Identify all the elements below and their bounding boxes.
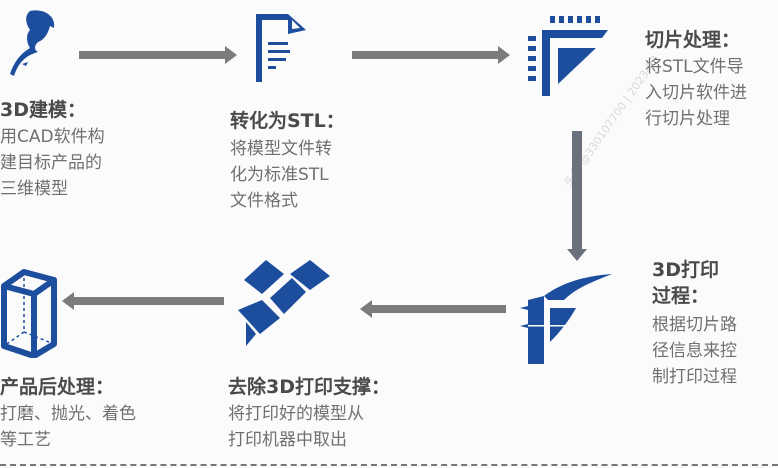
step-title-3d-printing: 3D打印 过程： [652, 257, 719, 309]
desc-line: 根据切片路 [652, 315, 737, 335]
desc-line: 制打印过程 [652, 367, 737, 387]
desc-line: 打印机器中取出 [228, 430, 347, 450]
support-removal-icon [238, 260, 330, 346]
step-desc-3d-modeling: 用CAD软件构 建目标产品的 三维模型 [0, 124, 105, 202]
step-title-3d-modeling: 3D建模： [0, 99, 86, 121]
bottom-divider [0, 464, 778, 466]
step-title-post-processing: 产品后处理： [0, 376, 115, 398]
title-line: 过程： [652, 285, 710, 307]
arrow-right-2 [352, 46, 510, 64]
desc-line: 将模型文件转 [230, 139, 332, 159]
step-title-convert-stl: 转化为STL： [230, 110, 345, 132]
desc-line: 将打印好的模型从 [228, 404, 364, 424]
arrow-left-1 [360, 300, 506, 318]
stl-document-icon [256, 14, 306, 82]
person-modeling-icon [10, 10, 55, 76]
step-desc-slicing: 将STL文件导 入切片软件进 行切片处理 [645, 54, 747, 132]
desc-line: 等工艺 [0, 430, 51, 450]
step-desc-convert-stl: 将模型文件转 化为标准STL 文件格式 [230, 136, 332, 214]
step-desc-post-processing: 打磨、抛光、着色 等工艺 [0, 401, 136, 453]
arrow-down [567, 131, 587, 261]
desc-line: 建目标产品的 [0, 153, 102, 173]
arrow-right-1 [79, 46, 237, 64]
step-title-slicing: 切片处理： [645, 29, 741, 51]
desc-line: 径信息来控 [652, 341, 737, 361]
desc-line: 用CAD软件构 [0, 127, 105, 147]
slicing-icon [528, 16, 608, 96]
arrow-left-2 [62, 292, 224, 310]
printer-nozzle-icon [520, 274, 612, 364]
step-desc-remove-support: 将打印好的模型从 打印机器中取出 [228, 401, 364, 453]
desc-line: 行切片处理 [645, 109, 730, 129]
desc-line: 打磨、抛光、着色 [0, 404, 136, 424]
desc-line: 三维模型 [0, 179, 68, 199]
desc-line: 文件格式 [230, 191, 298, 211]
step-title-remove-support: 去除3D打印支撑： [228, 376, 390, 398]
desc-line: 入切片软件进 [645, 83, 747, 103]
title-line: 3D打印 [652, 259, 719, 281]
desc-line: 化为标准STL [230, 165, 329, 185]
desc-line: 将STL文件导 [645, 57, 744, 77]
step-desc-3d-printing: 根据切片路 径信息来控 制打印过程 [652, 312, 737, 390]
cube-icon [1, 269, 57, 358]
